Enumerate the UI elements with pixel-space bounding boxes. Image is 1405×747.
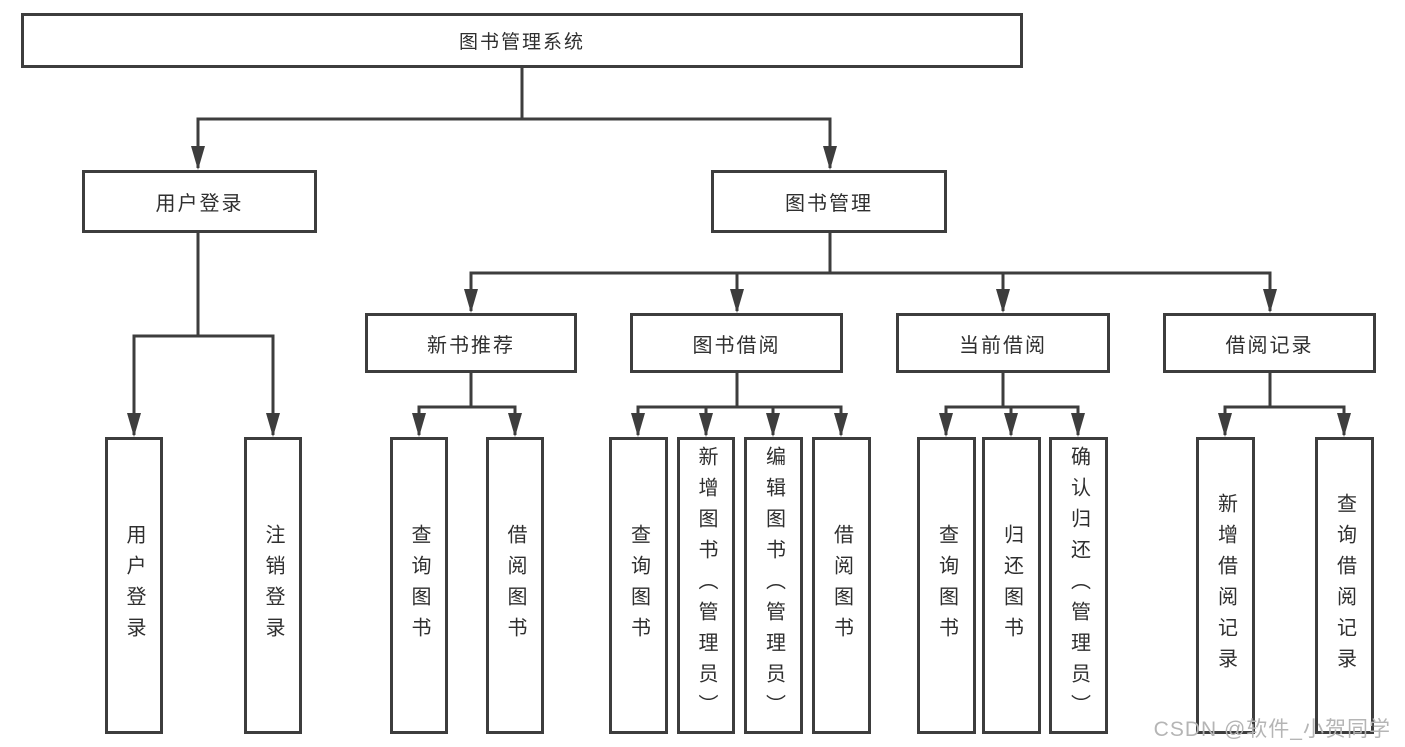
connector-newbook-split [417,405,517,435]
arrow-down-icon [1337,413,1351,437]
arrow-down-icon [766,413,780,437]
leaf-label: 注销登录 [262,523,284,648]
leaf-return-books: 归还图书 [982,437,1041,734]
leaf-label: 新增借阅记录 [1214,492,1237,679]
arrow-down-icon [834,413,848,437]
arrow-down-icon [1218,413,1232,437]
leaf-confirm-return-admin: 确认归还（管理员） [1049,437,1108,734]
leaf-borrow-books-2: 借阅图书 [812,437,871,734]
arrow-down-icon [631,413,645,437]
leaf-borrow-books-1: 借阅图书 [486,437,544,734]
arrow-down-icon [1004,413,1018,437]
node-current-borrow: 当前借阅 [896,313,1110,373]
leaf-label: 查询图书 [627,523,650,648]
connector-userlogin-split [132,334,275,435]
leaf-add-borrow-record: 新增借阅记录 [1196,437,1255,734]
connector-bookmgmt-split [469,271,1272,311]
leaf-label: 归还图书 [1000,523,1023,648]
connector-root-split [196,117,832,168]
node-new-book-recommend: 新书推荐 [365,313,577,373]
leaf-label: 查询借阅记录 [1333,492,1356,679]
leaf-label: 确认归还（管理员） [1067,446,1090,725]
leaf-query-books-1: 查询图书 [390,437,448,734]
arrow-down-icon [823,146,837,170]
node-book-borrow: 图书借阅 [630,313,843,373]
leaf-label: 借阅图书 [830,523,853,648]
leaf-add-books-admin: 新增图书（管理员） [677,437,735,734]
leaf-edit-books-admin: 编辑图书（管理员） [744,437,803,734]
leaf-query-books-2: 查询图书 [609,437,668,734]
arrow-down-icon [996,289,1010,313]
leaf-label: 新增图书（管理员） [695,446,717,725]
leaf-label: 借阅图书 [504,523,526,648]
leaf-label: 编辑图书（管理员） [762,446,785,725]
node-borrow-records: 借阅记录 [1163,313,1376,373]
arrow-down-icon [1263,289,1277,313]
arrow-down-icon [1071,413,1085,437]
arrow-down-icon [464,289,478,313]
leaf-query-books-3: 查询图书 [917,437,976,734]
node-book-management: 图书管理 [711,170,947,233]
arrow-down-icon [127,413,141,437]
arrow-down-icon [699,413,713,437]
leaf-label: 查询图书 [408,523,430,648]
arrow-down-icon [939,413,953,437]
arrow-down-icon [191,146,205,170]
node-user-login: 用户登录 [82,170,317,233]
leaf-label: 查询图书 [935,523,958,648]
arrow-down-icon [508,413,522,437]
arrow-down-icon [730,289,744,313]
leaf-query-borrow-record: 查询借阅记录 [1315,437,1374,734]
leaf-label: 用户登录 [123,523,145,648]
arrow-down-icon [266,413,280,437]
node-library-management-system: 图书管理系统 [21,13,1023,68]
connector-bookborrow-split [636,405,843,435]
connector-currentborrow-split [944,405,1080,435]
arrow-down-icon [412,413,426,437]
connector-records-split [1223,405,1346,435]
leaf-user-login: 用户登录 [105,437,163,734]
leaf-logout: 注销登录 [244,437,302,734]
